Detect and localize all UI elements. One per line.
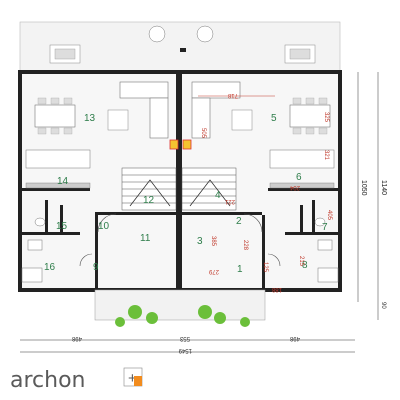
- room-number: 9: [93, 262, 99, 273]
- dimension-label: 505: [200, 128, 206, 139]
- room-number: 12: [143, 195, 155, 206]
- interior-walls: [20, 188, 340, 290]
- dimension-label: 221: [224, 198, 235, 204]
- sofa-left: [107, 81, 169, 139]
- dimension-label: 1140: [380, 180, 387, 195]
- dimension-label: 405: [326, 210, 332, 221]
- room-number: 5: [271, 113, 277, 124]
- dimension-label: 204: [289, 184, 300, 190]
- party-wall: [176, 72, 182, 302]
- round-plant-top-left: [148, 25, 166, 43]
- sofa-right: [191, 81, 253, 139]
- room-number: 10: [98, 221, 110, 232]
- dimension-label: 188: [271, 286, 282, 292]
- dimension-label: 1050: [360, 180, 367, 196]
- dimension-label: 498: [71, 335, 82, 341]
- small-post: [180, 48, 186, 52]
- wc-right: [314, 217, 339, 283]
- door-swings: [79, 213, 281, 267]
- room-number: 7: [322, 222, 328, 233]
- dimension-label: 718: [227, 92, 238, 98]
- brand-name: archon: [10, 368, 86, 393]
- kitchen-counter-left: [25, 149, 91, 189]
- dimension-label: 325: [323, 112, 329, 123]
- balcony-table-right: [284, 44, 316, 64]
- dimension-label: 321: [323, 150, 329, 161]
- dimension-label: 498: [289, 335, 300, 341]
- dimension-label: 553: [179, 335, 190, 341]
- room-number: 16: [44, 262, 56, 273]
- archon-logo: archon +: [10, 367, 143, 393]
- dimension-label: 385: [210, 236, 216, 247]
- room-number: 4: [215, 190, 221, 201]
- dining-table-right: [289, 97, 331, 135]
- kitchen-counter-right: [269, 149, 335, 189]
- dimension-label: 125: [262, 262, 268, 273]
- room-number: 15: [56, 221, 68, 232]
- brand-orange-square: [134, 376, 142, 386]
- room-number: 1: [237, 264, 243, 275]
- stairs-left: [121, 167, 177, 211]
- dimension-label: 228: [242, 240, 248, 251]
- room-number: 13: [84, 113, 96, 124]
- fireplace-left-icon: [169, 139, 179, 150]
- dimension-label: 279: [208, 268, 219, 274]
- room-number: 2: [236, 216, 242, 227]
- entrance-porch: [94, 289, 266, 321]
- round-plant-top-right: [196, 25, 214, 43]
- room-number: 14: [57, 176, 69, 187]
- dimension-label: 215: [298, 256, 304, 267]
- dimension-label: 1549: [178, 347, 192, 353]
- balcony-table-left: [49, 44, 81, 64]
- stairs-right: [181, 167, 237, 211]
- fireplace-right-icon: [182, 139, 192, 150]
- dining-table-left: [34, 97, 76, 135]
- dimension-label: 90: [380, 302, 386, 309]
- room-number: 3: [197, 236, 203, 247]
- room-number: 6: [296, 172, 302, 183]
- wc-left: [21, 217, 46, 283]
- room-number: 8: [302, 260, 308, 271]
- entrance-plants: [115, 305, 250, 327]
- brand-plus: +: [128, 370, 137, 387]
- room-number: 11: [140, 233, 151, 244]
